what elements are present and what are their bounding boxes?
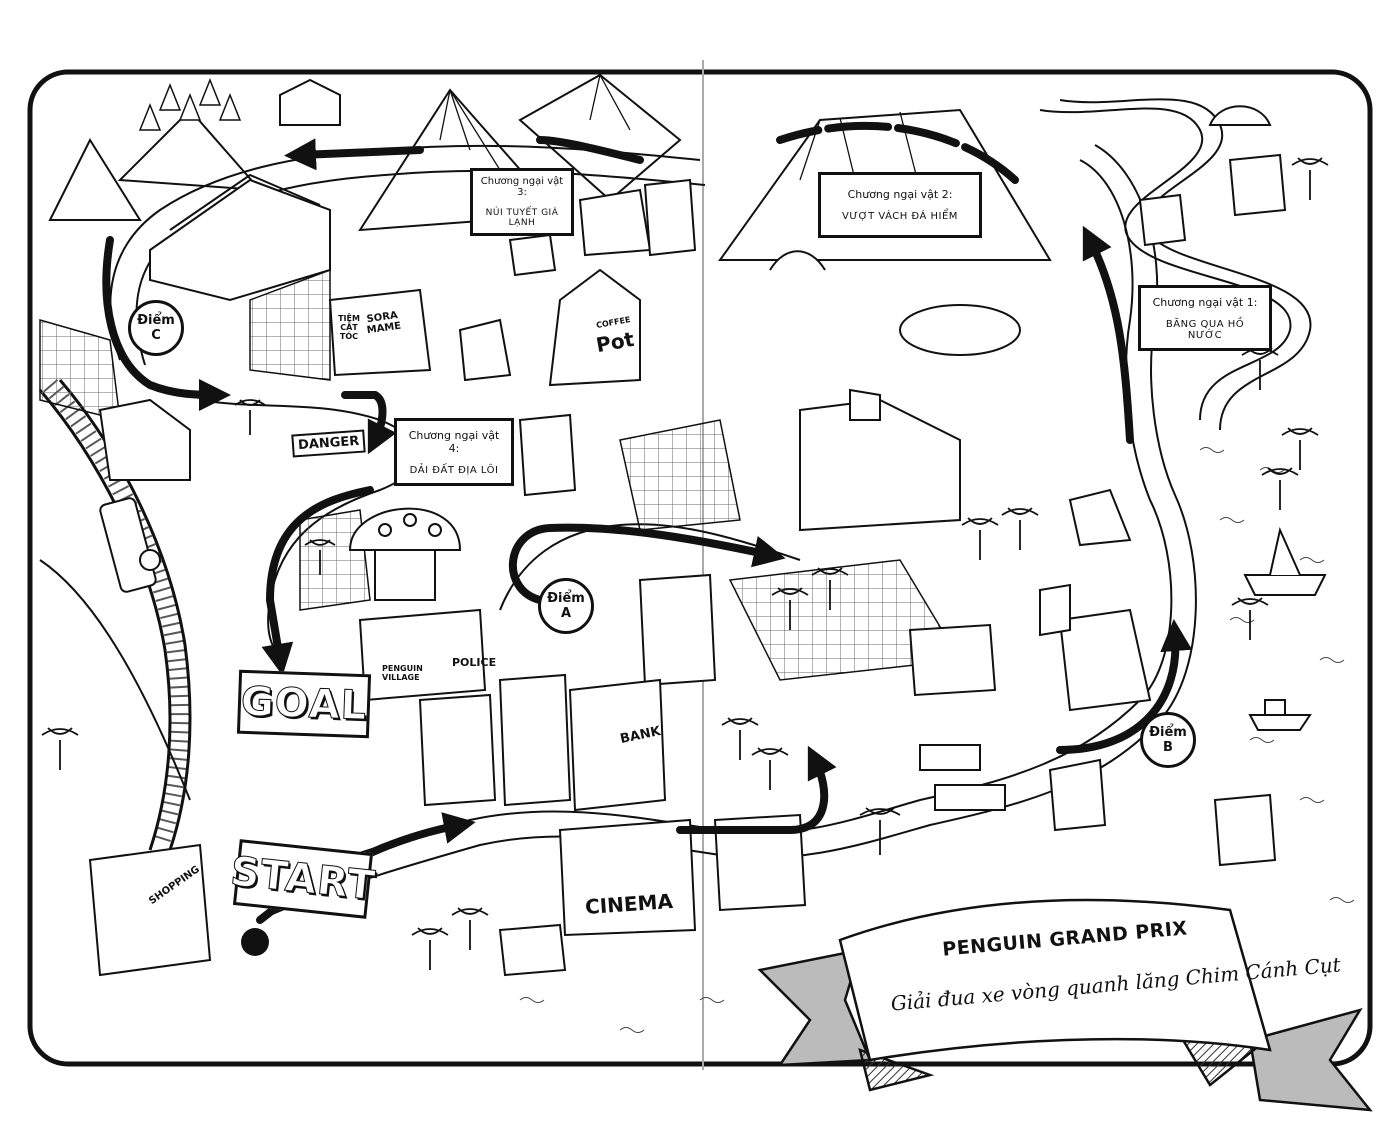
checkpoint-a: Điểm A — [538, 578, 594, 634]
checkpoint-b-letter: B — [1163, 740, 1173, 755]
sora-mame-label: SORA MAME — [366, 309, 402, 337]
obstacle-4-text: DẢI ĐẤT ĐỊA LÔI — [409, 464, 499, 476]
obstacle-sign-3: Chương ngại vật 3: NÚI TUYẾT GIÁ LẠNH — [470, 168, 574, 236]
checkpoint-b: Điểm B — [1140, 712, 1196, 768]
goal-sign: GOAL — [236, 669, 372, 739]
checkpoint-c-letter: C — [151, 328, 161, 343]
start-dot — [241, 928, 269, 956]
start-sign: START — [228, 839, 378, 919]
house-icon — [88, 78, 1287, 977]
pine-tree-icon — [138, 77, 242, 131]
barber-label: TIỆM CẮT TÓC — [338, 314, 360, 341]
obstacle-2-text: VƯỢT VÁCH ĐÁ HIỂM — [842, 211, 958, 222]
checkpoint-b-word: Điểm — [1149, 725, 1187, 740]
obstacle-sign-1: Chương ngại vật 1: BĂNG QUA HỒ NƯỚC — [1138, 285, 1272, 351]
whale-icon — [1208, 105, 1272, 126]
train-icon — [99, 497, 161, 593]
checkpoint-c-word: Điểm — [137, 313, 175, 328]
obstacle-3-text: NÚI TUYẾT GIÁ LẠNH — [485, 208, 559, 228]
police-label: POLICE — [452, 656, 497, 669]
boat-icon — [1243, 526, 1327, 731]
penguin-village-label: PENGUIN VILLAGE — [382, 664, 423, 682]
title-ribbon — [757, 898, 1373, 1112]
obstacle-sign-2: Chương ngại vật 2: VƯỢT VÁCH ĐÁ HIỂM — [818, 172, 982, 238]
mushroom-house-icon — [348, 507, 462, 601]
checkpoint-a-letter: A — [560, 606, 572, 621]
lake — [899, 304, 1021, 356]
obstacle-2-heading: Chương ngại vật 2: — [847, 188, 953, 201]
obstacle-1-text: BĂNG QUA HỒ NƯỚC — [1165, 318, 1245, 341]
obstacle-4-heading: Chương ngại vật 4: — [408, 428, 500, 455]
checkpoint-a-word: Điểm — [547, 591, 585, 606]
checkpoint-c: Điểm C — [128, 300, 184, 356]
obstacle-1-heading: Chương ngại vật 1: — [1152, 295, 1258, 309]
palm-tree-icon — [41, 157, 1329, 970]
obstacle-3-heading: Chương ngại vật 3: — [480, 176, 564, 198]
obstacle-sign-4: Chương ngại vật 4: DẢI ĐẤT ĐỊA LÔI — [394, 418, 514, 486]
bridge — [769, 250, 1006, 811]
